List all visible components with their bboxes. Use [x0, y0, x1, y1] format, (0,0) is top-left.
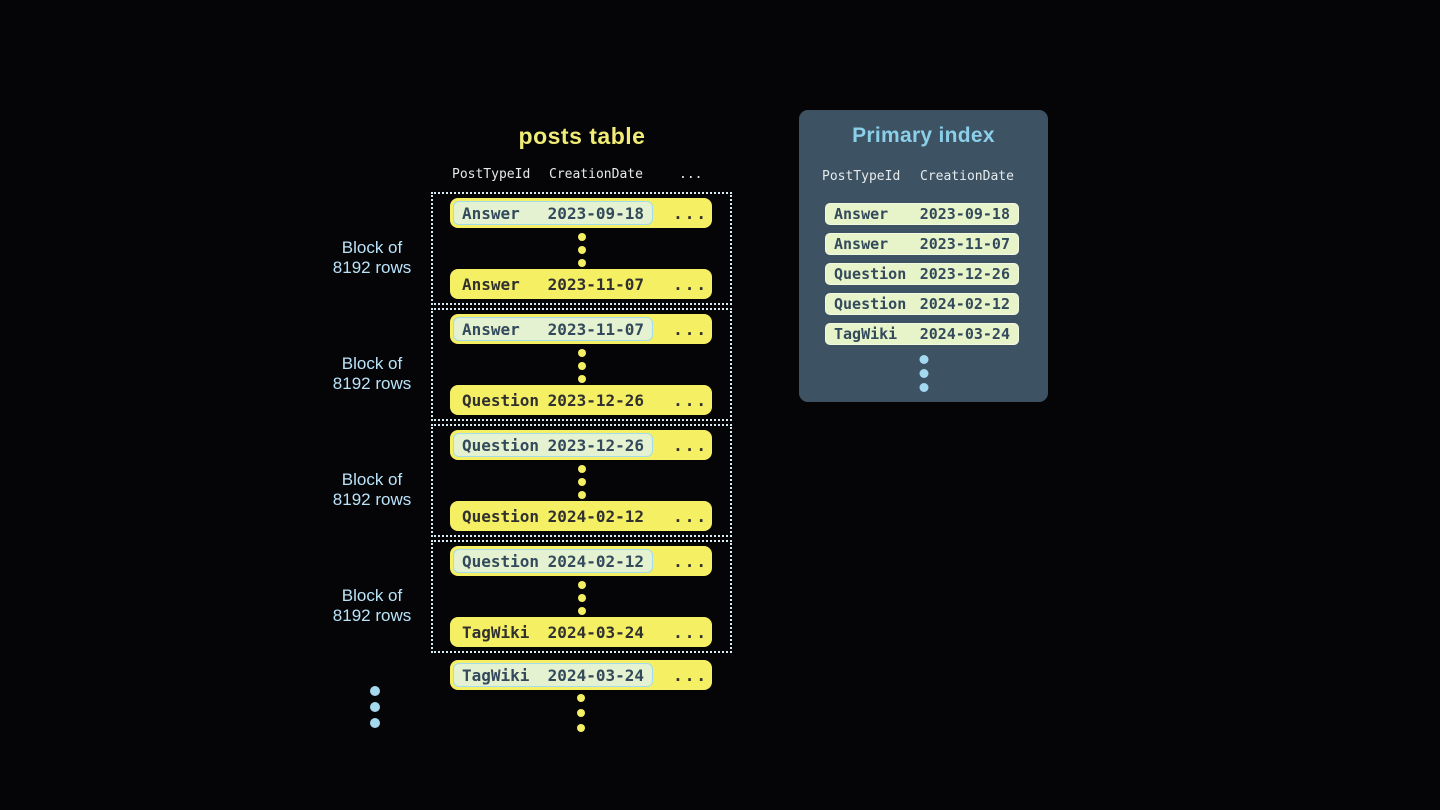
- vertical-ellipsis-icon: [577, 465, 586, 504]
- row-date: 2024-02-12: [547, 506, 644, 526]
- table-row: TagWiki 2024-03-24 ...: [450, 617, 712, 647]
- table-row: Question 2023-12-26 ...: [450, 385, 712, 415]
- row-posttype: TagWiki: [462, 665, 530, 685]
- table-row: Question 2024-02-12 ...: [450, 501, 712, 531]
- index-row: Question 2024-02-12: [825, 293, 1019, 315]
- row-posttype: Answer: [462, 203, 520, 223]
- row-date: 2023-12-26: [919, 265, 1010, 283]
- row-posttype: Answer: [462, 319, 520, 339]
- row-posttype: Question: [462, 506, 540, 526]
- table-row: Answer 2023-11-07 ...: [450, 269, 712, 299]
- row-posttype: Question: [462, 390, 540, 410]
- row-date: 2023-09-18: [919, 205, 1010, 223]
- row-posttype: TagWiki: [834, 325, 898, 343]
- row-ellipsis: ...: [673, 622, 708, 642]
- row-ellipsis: ...: [673, 203, 708, 223]
- block-2: Answer 2023-11-07 ... Question 2023-12-2…: [431, 308, 732, 421]
- index-row: Answer 2023-11-07: [825, 233, 1019, 255]
- posts-table-column-headers: PostTypeId CreationDate ...: [431, 167, 733, 185]
- block-label-4: Block of 8192 rows: [306, 586, 438, 626]
- primary-index-title: Primary index: [852, 124, 995, 147]
- row-date: 2023-11-07: [547, 319, 644, 339]
- column-header-more: ...: [679, 167, 703, 182]
- index-row: TagWiki 2024-03-24: [825, 323, 1019, 345]
- table-row: Answer 2023-11-07 ...: [450, 314, 712, 344]
- row-date: 2024-03-24: [547, 622, 644, 642]
- row-posttype: Question: [462, 551, 540, 571]
- column-header-posttypeid: PostTypeId: [822, 169, 901, 184]
- row-posttype: TagWiki: [462, 622, 530, 642]
- row-ellipsis: ...: [673, 274, 708, 294]
- posts-table-title: posts table: [518, 123, 646, 149]
- column-header-creationdate: CreationDate: [920, 169, 1014, 184]
- column-header-posttypeid: PostTypeId: [452, 167, 531, 182]
- block-label-line2: 8192 rows: [332, 374, 412, 393]
- block-label-3: Block of 8192 rows: [306, 470, 438, 510]
- row-ellipsis: ...: [673, 435, 708, 455]
- vertical-ellipsis-icon: [577, 233, 586, 272]
- block-label-2: Block of 8192 rows: [306, 354, 438, 394]
- row-date: 2024-02-12: [919, 295, 1010, 313]
- block-4: Question 2024-02-12 ... TagWiki 2024-03-…: [431, 540, 732, 653]
- block-label-line2: 8192 rows: [332, 606, 412, 625]
- row-ellipsis: ...: [673, 665, 708, 685]
- block-label-line1: Block of: [341, 238, 403, 257]
- row-date: 2023-12-26: [547, 390, 644, 410]
- row-highlight-box: TagWiki 2024-03-24: [453, 663, 653, 687]
- row-plain-box: TagWiki 2024-03-24: [453, 620, 653, 644]
- row-posttype: Answer: [834, 205, 889, 223]
- vertical-ellipsis-icon: [577, 694, 585, 739]
- index-row: Question 2023-12-26: [825, 263, 1019, 285]
- row-date: 2023-11-07: [547, 274, 644, 294]
- block-label-line1: Block of: [341, 354, 403, 373]
- row-highlight-box: Question 2024-02-12: [453, 549, 653, 573]
- vertical-ellipsis-icon: [577, 581, 586, 620]
- primary-index-panel: Primary index PostTypeId CreationDate An…: [799, 110, 1048, 402]
- row-date: 2024-02-12: [547, 551, 644, 571]
- block-label-line1: Block of: [341, 470, 403, 489]
- vertical-ellipsis-icon: [370, 686, 380, 734]
- table-row: Question 2023-12-26 ...: [450, 430, 712, 460]
- row-plain-box: Question 2023-12-26: [453, 388, 653, 412]
- vertical-ellipsis-icon: [919, 355, 928, 397]
- primary-index-column-headers: PostTypeId CreationDate: [799, 169, 1048, 185]
- table-row: Answer 2023-09-18 ...: [450, 198, 712, 228]
- row-ellipsis: ...: [673, 506, 708, 526]
- row-date: 2024-03-24: [547, 665, 644, 685]
- row-date: 2023-09-18: [547, 203, 644, 223]
- row-date: 2024-03-24: [919, 325, 1010, 343]
- row-ellipsis: ...: [673, 551, 708, 571]
- row-posttype: Question: [834, 295, 907, 313]
- row-posttype: Answer: [834, 235, 889, 253]
- row-ellipsis: ...: [673, 390, 708, 410]
- row-posttype: Question: [834, 265, 907, 283]
- block-label-line2: 8192 rows: [332, 258, 412, 277]
- row-posttype: Question: [462, 435, 540, 455]
- block-label-line2: 8192 rows: [332, 490, 412, 509]
- row-highlight-box: Answer 2023-11-07: [453, 317, 653, 341]
- row-ellipsis: ...: [673, 319, 708, 339]
- block-1: Answer 2023-09-18 ... Answer 2023-11-07 …: [431, 192, 732, 305]
- index-row: Answer 2023-09-18: [825, 203, 1019, 225]
- row-posttype: Answer: [462, 274, 520, 294]
- column-header-creationdate: CreationDate: [549, 167, 643, 182]
- row-plain-box: Answer 2023-11-07: [453, 272, 653, 296]
- block-label-line1: Block of: [341, 586, 403, 605]
- vertical-ellipsis-icon: [577, 349, 586, 388]
- row-highlight-box: Answer 2023-09-18: [453, 201, 653, 225]
- table-row: Question 2024-02-12 ...: [450, 546, 712, 576]
- row-highlight-box: Question 2023-12-26: [453, 433, 653, 457]
- block-label-1: Block of 8192 rows: [306, 238, 438, 278]
- block-3: Question 2023-12-26 ... Question 2024-02…: [431, 424, 732, 537]
- row-date: 2023-11-07: [919, 235, 1010, 253]
- row-date: 2023-12-26: [547, 435, 644, 455]
- row-plain-box: Question 2024-02-12: [453, 504, 653, 528]
- table-row-overflow: TagWiki 2024-03-24 ...: [450, 660, 712, 690]
